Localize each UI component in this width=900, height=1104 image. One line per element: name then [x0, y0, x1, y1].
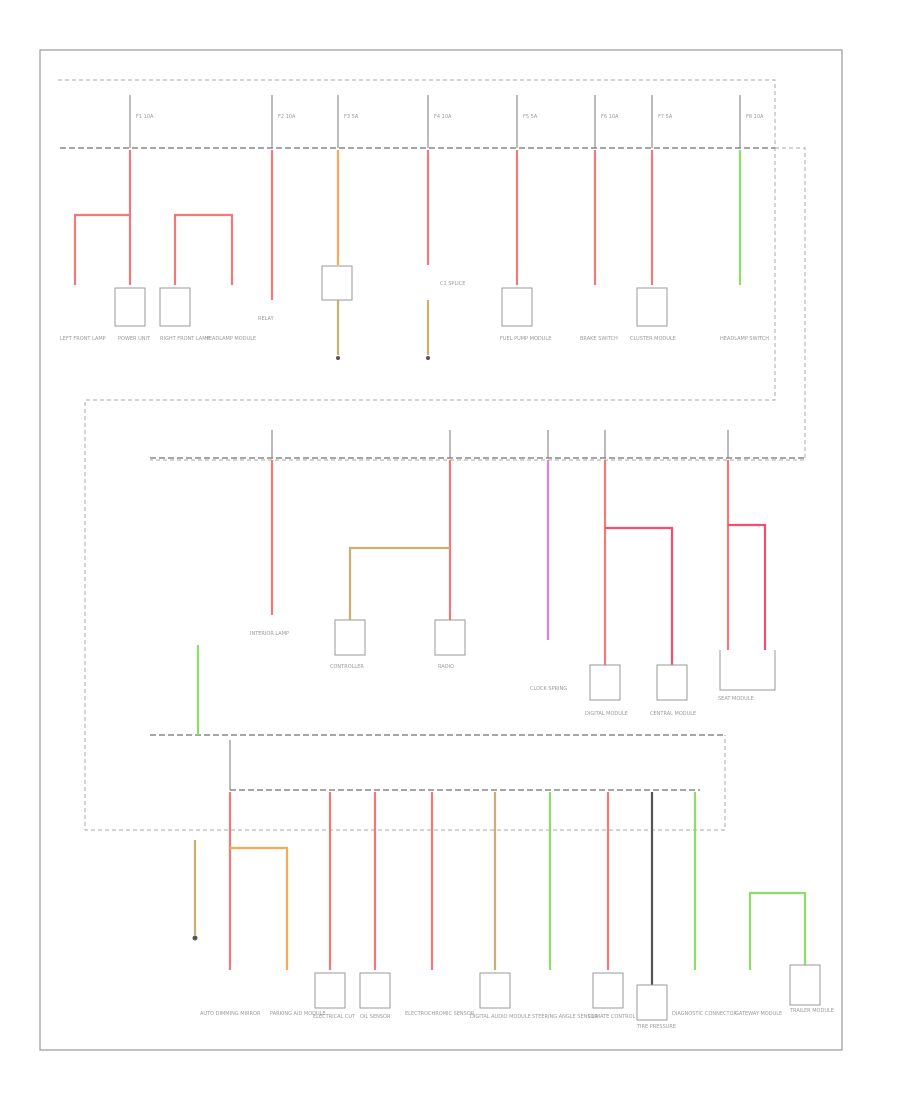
- component-box: [501, 287, 533, 327]
- label-r3-load-j: DIAGNOSTIC CONNECTOR: [672, 1011, 738, 1017]
- label-r3-load-d: OIL SENSOR: [360, 1014, 391, 1020]
- label-r1-load-j: HEADLAMP SWITCH: [720, 336, 769, 342]
- wire-red: [73, 213, 130, 285]
- component-box: [479, 972, 511, 1009]
- label-r1-load-c: RIGHT FRONT LAMP: [160, 336, 210, 342]
- label-r1-load-d: HEADLAMP MODULE: [205, 336, 256, 342]
- terminal: [192, 935, 198, 941]
- label-r1-load-a: LEFT FRONT LAMP: [60, 336, 106, 342]
- row1-wires: [73, 150, 742, 355]
- label-r1-load-e: RELAY: [258, 316, 275, 322]
- row3-components: [314, 964, 821, 1021]
- label-r3-load-k: GATEWAY MODULE: [735, 1011, 782, 1017]
- label-r1-fuse-c: F3 5A: [344, 114, 359, 120]
- wire-green: [748, 891, 807, 970]
- label-r3-load-i: TIRE PRESSURE: [636, 1024, 676, 1030]
- label-r1-load-b: POWER UNIT: [118, 336, 151, 342]
- bus-bars: [60, 147, 805, 736]
- component-box: [789, 964, 821, 1006]
- row2-fuses: [271, 430, 729, 458]
- row1-components: [114, 265, 668, 327]
- component-box: [589, 664, 621, 701]
- label-r2-load-a: INTERIOR LAMP: [250, 631, 289, 637]
- label-r1-fuse-a: F1 10A: [136, 114, 154, 120]
- label-r3-load-l: TRAILER MODULE: [789, 1008, 834, 1014]
- component-box: [656, 664, 688, 701]
- label-r1-fuse-b: F2 10A: [278, 114, 296, 120]
- component-box: [434, 619, 466, 656]
- label-r3-load-e: ELECTROCHROMIC SENSOR: [405, 1011, 475, 1017]
- label-r1-fuse-d: F4 10A: [434, 114, 452, 120]
- label-r2-load-f: CENTRAL MODULE: [650, 711, 696, 717]
- component-box: [334, 619, 366, 656]
- terminals: [192, 356, 430, 941]
- label-r3-load-c: ELECTRICAL CUT: [313, 1014, 356, 1020]
- label-r2-load-b: CONTROLLER: [330, 664, 364, 670]
- component-bracket: [719, 650, 776, 691]
- label-r2-load-e: DIGITAL MODULE: [585, 711, 628, 717]
- label-r2-load-d: CLOCK SPRING: [530, 686, 567, 692]
- label-r3-load-b: PARKING AID MODULE: [270, 1011, 326, 1017]
- module-enclosures: [58, 79, 806, 831]
- label-r3-load-h: CLIMATE CONTROL: [588, 1014, 636, 1020]
- component-box: [592, 972, 624, 1009]
- row3-feed: [196, 645, 700, 791]
- row2-wires: [270, 460, 767, 665]
- label-r3-load-f: DIGITAL AUDIO MODULE: [470, 1014, 531, 1020]
- component-box: [359, 972, 391, 1009]
- label-layer: F1 10A F2 10A F3 5A F4 10A F5 5A F6 10A F7 5A F…: [60, 114, 834, 1030]
- label-r1-load-f: C1 SPLICE: [440, 281, 465, 287]
- wire-pink-red: [728, 523, 767, 650]
- label-r3-load-a: AUTO DIMMING MIRROR: [200, 1011, 261, 1017]
- label-r1-fuse-f: F6 10A: [601, 114, 619, 120]
- wire-orange: [230, 846, 289, 970]
- row2-components: [334, 619, 776, 701]
- component-box: [314, 972, 346, 1009]
- row1-fuses: [129, 95, 741, 148]
- terminal: [336, 356, 340, 360]
- component-box: [636, 287, 668, 327]
- label-r1-load-i: CLUSTER MODULE: [630, 336, 676, 342]
- row3-wires: [193, 792, 807, 985]
- label-r1-load-g: FUEL PUMP MODULE: [500, 336, 551, 342]
- label-r3-load-g: STEERING ANGLE SENSOR: [532, 1014, 598, 1020]
- component-box: [636, 984, 668, 1021]
- label-r1-fuse-e: F5 5A: [523, 114, 538, 120]
- component-box: [159, 287, 191, 327]
- wire-tan: [348, 546, 450, 620]
- label-r1-fuse-h: F8 10A: [746, 114, 764, 120]
- wire-red: [173, 213, 234, 285]
- wire-pink-red: [605, 526, 674, 665]
- label-r1-fuse-g: F7 5A: [658, 114, 673, 120]
- label-r2-load-c: RADIO: [438, 664, 454, 670]
- label-r2-load-g: SEAT MODULE: [718, 696, 754, 702]
- component-box: [321, 265, 353, 301]
- fuse-box-enclosure: [58, 79, 776, 831]
- fuse-box-enclosure-2: [150, 147, 806, 461]
- label-r1-load-h: BRAKE SWITCH: [580, 336, 618, 342]
- diagram-border: [39, 49, 843, 1051]
- component-box: [114, 287, 146, 327]
- terminal: [426, 356, 430, 360]
